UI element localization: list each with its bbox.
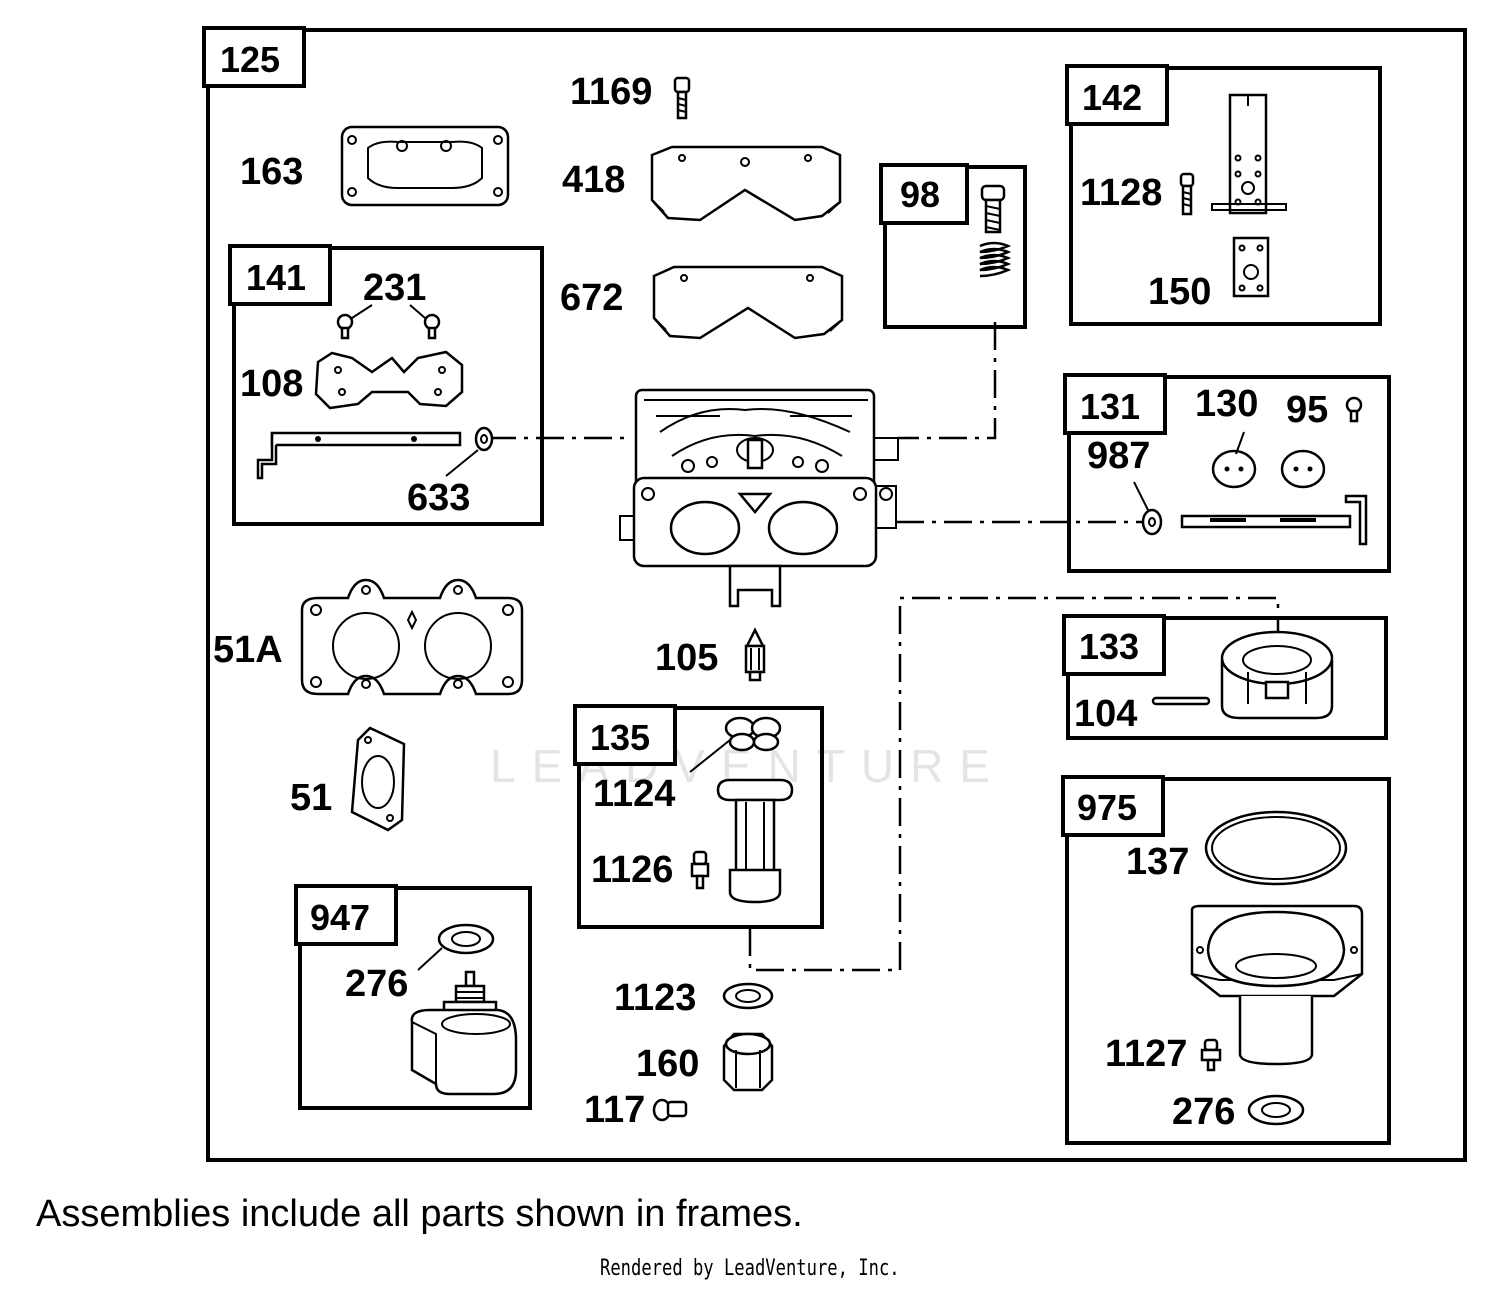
part-label-633: 633 — [407, 477, 470, 519]
part-label-130: 130 — [1195, 383, 1258, 425]
assembly-note: Assemblies include all parts shown in fr… — [36, 1193, 803, 1235]
frame-tag-box-975 — [1061, 775, 1165, 837]
pin-104-icon — [1151, 696, 1211, 706]
frame-tag-135: 135 — [590, 717, 650, 758]
part-label-1123: 1123 — [614, 977, 696, 1019]
gasket-163-icon — [340, 125, 510, 207]
shaft-131-icon — [1180, 494, 1368, 546]
part-label-276-top: 276 — [345, 963, 408, 1005]
part-label-163: 163 — [240, 151, 303, 193]
frame-142 — [1069, 66, 1382, 326]
frame-135 — [577, 706, 824, 929]
washer-633-icon — [445, 426, 494, 477]
part-label-276-bottom: 276 — [1172, 1091, 1235, 1133]
part-label-105: 105 — [655, 637, 718, 679]
part-label-1127: 1127 — [1105, 1033, 1187, 1075]
plate-108-icon — [314, 350, 464, 410]
frame-tag-box-125 — [202, 26, 306, 88]
washer-987-icon — [1133, 481, 1163, 536]
part-label-231: 231 — [363, 267, 426, 309]
frame-tag-131: 131 — [1080, 386, 1140, 427]
frame-tag-98: 98 — [900, 174, 940, 215]
part-label-1126: 1126 — [591, 849, 673, 891]
frame-tag-box-131 — [1063, 373, 1167, 435]
screw-1127-icon — [1200, 1038, 1222, 1072]
part-label-160: 160 — [636, 1043, 699, 1085]
frame-tag-125: 125 — [220, 39, 280, 80]
part-label-1128: 1128 — [1080, 172, 1162, 214]
part-label-104: 104 — [1074, 693, 1137, 735]
washer-276-bottom-icon — [1247, 1094, 1305, 1126]
screw-1169-icon — [673, 76, 691, 120]
frame-tag-box-141 — [228, 244, 332, 306]
frame-tag-142: 142 — [1082, 77, 1142, 118]
leader-98 — [898, 322, 997, 440]
part-label-51: 51 — [290, 777, 332, 819]
frame-tag-box-98 — [879, 163, 969, 225]
part-label-51A: 51A — [213, 629, 283, 671]
washer-276-top-icon — [417, 923, 495, 971]
frame-141 — [232, 246, 544, 526]
gasket-51A-icon — [300, 578, 524, 696]
frame-133 — [1066, 616, 1388, 740]
frame-131 — [1067, 375, 1391, 573]
gasket-51-icon — [350, 726, 406, 832]
o-ring-137-icon — [1204, 810, 1348, 886]
screw-231-icon — [336, 304, 441, 340]
plate-150-icon — [1232, 236, 1270, 298]
solenoid-947-icon — [410, 970, 518, 1096]
frame-tag-box-133 — [1062, 614, 1166, 676]
carburetor-body-icon — [619, 388, 899, 608]
needle-105-icon — [744, 627, 766, 682]
shaft-141-icon — [256, 431, 462, 480]
parts-diagram: LEADVENTURE 125 141 98 142 131 133 135 9… — [202, 26, 1467, 1162]
part-label-137: 137 — [1126, 841, 1189, 883]
emulsion-tube-icon — [716, 778, 794, 904]
frame-975 — [1065, 777, 1391, 1145]
part-label-1124: 1124 — [593, 773, 675, 815]
screw-spring-98-icon — [979, 184, 1012, 278]
bowl-975-icon — [1190, 904, 1364, 1066]
part-label-987: 987 — [1087, 435, 1150, 477]
frame-tag-947: 947 — [310, 897, 370, 938]
part-label-150: 150 — [1148, 271, 1211, 313]
render-credit: Rendered by LeadVenture, Inc. — [600, 1256, 900, 1281]
leader-133 — [748, 596, 1280, 972]
frame-947 — [298, 886, 532, 1110]
frame-tag-box-142 — [1065, 64, 1169, 126]
frame-tag-975: 975 — [1077, 787, 1137, 828]
washer-1123-icon — [722, 982, 774, 1010]
bracket-142-icon — [1211, 93, 1287, 215]
plate-672-icon — [652, 265, 844, 340]
screw-117-icon — [652, 1098, 688, 1122]
part-label-117: 117 — [584, 1089, 645, 1131]
screw-95-icon — [1345, 396, 1363, 423]
part-label-1169: 1169 — [570, 71, 652, 113]
throttle-plates-130-icon — [1211, 431, 1326, 489]
frame-125 — [206, 28, 1467, 1162]
float-133-icon — [1220, 630, 1334, 720]
screw-1128-icon — [1179, 172, 1195, 216]
seal-1124-icon — [689, 716, 782, 773]
frame-tag-box-947 — [294, 884, 398, 946]
frame-tag-133: 133 — [1079, 626, 1139, 667]
frame-tag-141: 141 — [246, 257, 306, 298]
part-label-95: 95 — [1286, 389, 1328, 431]
part-label-418: 418 — [562, 159, 625, 201]
plate-418-icon — [650, 145, 842, 222]
nut-160-icon — [722, 1032, 774, 1092]
frame-tag-box-135 — [573, 704, 677, 766]
part-label-108: 108 — [240, 363, 303, 405]
screw-1126-icon — [690, 850, 710, 890]
part-label-672: 672 — [560, 277, 623, 319]
